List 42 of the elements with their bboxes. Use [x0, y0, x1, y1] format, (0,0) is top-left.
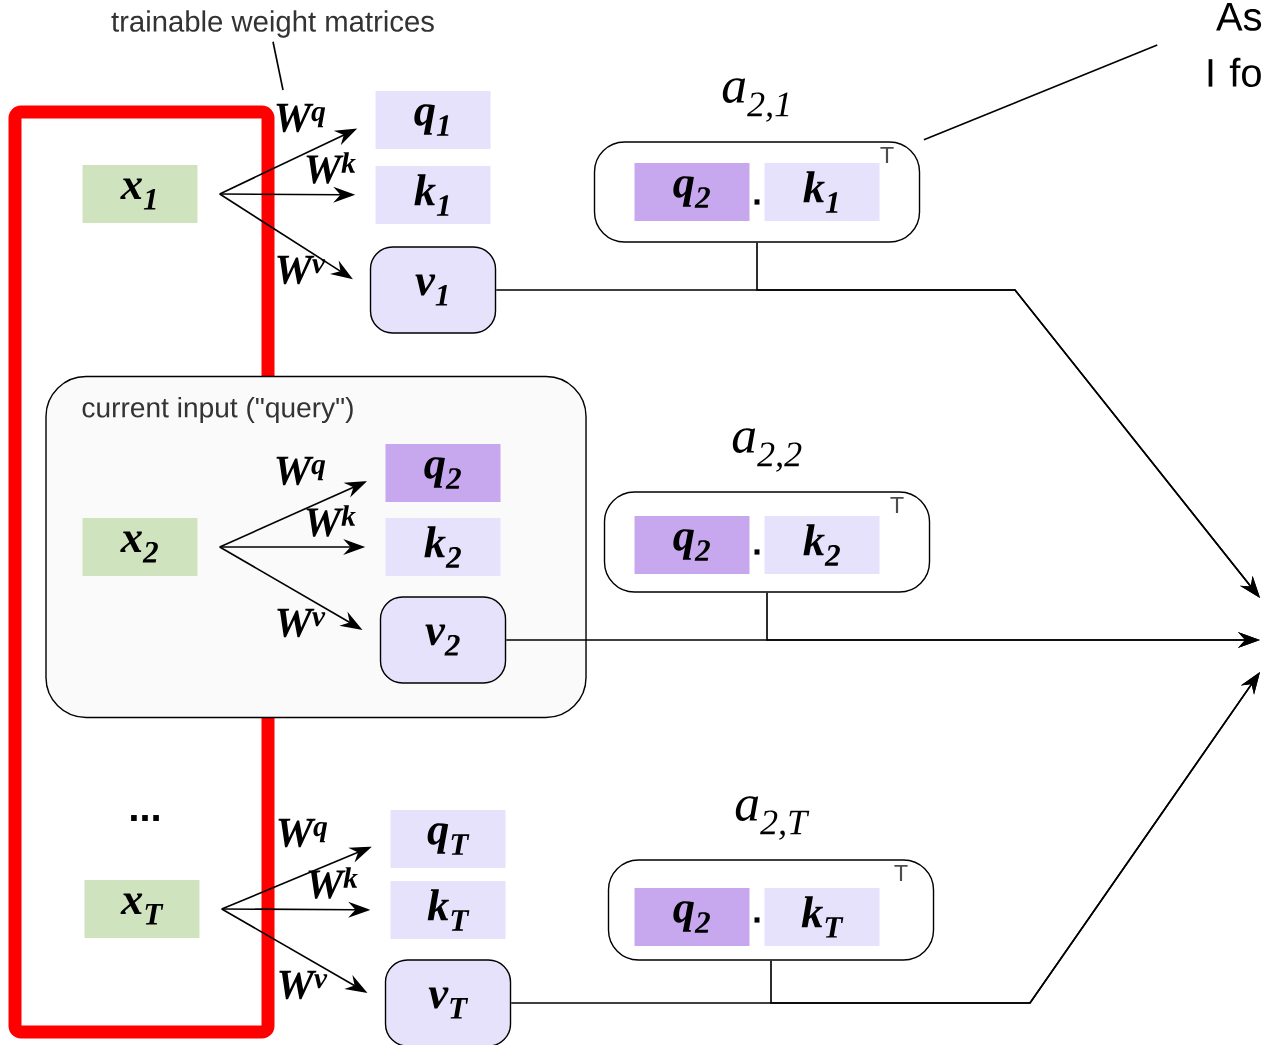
leader-line	[272, 40, 284, 91]
query-vector-box: q$_{1}$	[375, 91, 491, 149]
edge-label: W$^{q}$	[276, 103, 326, 133]
input-vector-box: x$_{T}$	[84, 880, 200, 938]
transpose-mark: T	[880, 146, 894, 164]
annotation-text: trainable weight matrices	[111, 10, 434, 38]
input-vector-box: x$_{2}$	[82, 518, 198, 576]
value-vector-box: v$_{1}$	[369, 246, 497, 334]
transpose-mark: T	[890, 496, 904, 514]
query-vector-box: q$_{T}$	[390, 810, 506, 868]
dot-operator: .	[754, 549, 760, 555]
edge-label: W$^{k}$	[306, 152, 356, 184]
query-vector-box: q$_{2}$	[634, 163, 750, 221]
leader-line	[923, 44, 1159, 141]
edge-label: W$^{q}$	[278, 818, 328, 848]
edge-label: W$^{v}$	[279, 970, 328, 1000]
key-vector-box: k$_{2}$	[764, 516, 880, 574]
group-heading: current input ("query")	[80, 395, 356, 425]
key-vector-box: k$_{T}$	[390, 881, 506, 939]
dot-operator: .	[754, 917, 760, 923]
dot-operator: .	[754, 199, 760, 205]
input-vector-box: x$_{1}$	[82, 165, 198, 223]
edge-label: W$^{k}$	[308, 867, 358, 899]
transpose-mark: T	[894, 864, 908, 882]
annotation-text: As I fo	[1208, 2, 1262, 87]
edge-label: W$^{q}$	[276, 456, 326, 486]
edge-label: W$^{v}$	[277, 255, 326, 285]
score-label: a$_{2,1}$	[722, 78, 789, 122]
query-vector-box: q$_{2}$	[385, 444, 501, 502]
query-vector-box: q$_{2}$	[634, 888, 750, 946]
key-vector-box: k$_{T}$	[764, 888, 880, 946]
edge-label: W$^{k}$	[306, 505, 356, 537]
key-vector-box: k$_{1}$	[764, 163, 880, 221]
edge-label: W$^{v}$	[277, 608, 326, 638]
key-vector-box: k$_{1}$	[375, 166, 491, 224]
query-vector-box: q$_{2}$	[634, 516, 750, 574]
value-vector-box: v$_{T}$	[384, 959, 512, 1045]
value-vector-box: v$_{2}$	[379, 596, 507, 684]
score-label: a$_{2,T}$	[735, 796, 810, 840]
ellipsis: ...	[131, 815, 159, 821]
score-label: a$_{2,2}$	[732, 428, 802, 472]
key-vector-box: k$_{2}$	[385, 518, 501, 576]
